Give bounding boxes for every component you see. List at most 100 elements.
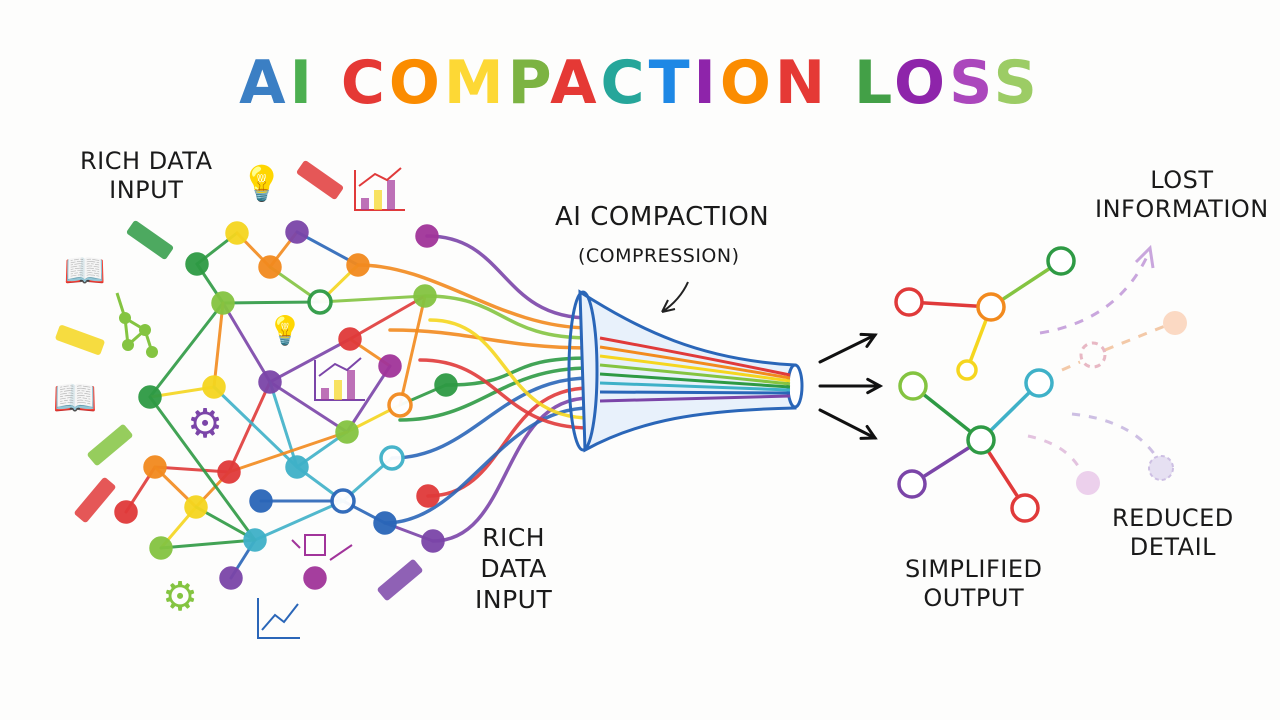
output-node	[1024, 368, 1054, 398]
faded-node	[1148, 455, 1174, 481]
output-arrow-icon	[818, 333, 877, 364]
title-letter: I	[289, 48, 316, 118]
network-node	[258, 255, 282, 279]
label-simplified-output: SIMPLIFIED OUTPUT	[905, 555, 1042, 613]
label-line: RICH	[482, 523, 546, 552]
data-flow-line	[431, 396, 592, 543]
network-node	[138, 385, 162, 409]
network-node	[225, 221, 249, 245]
chart-bar	[361, 198, 369, 210]
lightbulb-icon: 💡	[241, 164, 283, 204]
trend-chart-icon	[257, 598, 300, 639]
network-node	[415, 224, 439, 248]
network-node	[202, 375, 226, 399]
network-node	[184, 495, 208, 519]
network-node	[285, 220, 309, 244]
network-edge	[253, 499, 345, 542]
network-edge	[212, 301, 225, 389]
label-lost-information: LOST INFORMATION	[1095, 166, 1269, 224]
network-edge	[345, 364, 392, 434]
funnel-icon	[578, 289, 797, 453]
network-edge	[318, 294, 427, 304]
network-edge	[153, 465, 231, 474]
network-edge	[227, 380, 272, 474]
media-icon	[291, 534, 353, 561]
label-line: OUTPUT	[923, 584, 1025, 612]
label-rich-data-input-top: RICH DATA INPUT	[80, 147, 213, 205]
title-letter: S	[993, 48, 1041, 118]
chart-bar	[374, 190, 382, 210]
compressed-stream-line	[599, 394, 791, 403]
data-flow-line	[428, 318, 592, 420]
network-node	[303, 566, 327, 590]
molecule-node	[139, 324, 151, 336]
funnel-outlet	[786, 363, 804, 409]
lost-info-dashed-arrow	[1039, 249, 1152, 335]
data-flow-line	[388, 328, 592, 350]
data-flow-line	[425, 234, 592, 320]
network-edge	[159, 538, 257, 550]
compressed-stream-line	[599, 345, 791, 380]
output-node	[956, 359, 978, 381]
funnel-mouth	[567, 290, 599, 452]
arrowhead-icon	[866, 377, 884, 395]
crayon-icon	[87, 424, 133, 466]
output-node	[1010, 493, 1040, 523]
molecule-node	[146, 346, 158, 358]
output-node	[976, 292, 1006, 322]
label-reduced-detail: REDUCED DETAIL	[1112, 504, 1234, 562]
molecule-node	[119, 312, 131, 324]
faded-node	[1076, 471, 1100, 495]
crayon-icon	[74, 477, 116, 523]
network-node	[335, 420, 359, 444]
network-node	[249, 489, 273, 513]
network-node	[114, 500, 138, 524]
chart-bar	[347, 370, 355, 400]
gear-icon: ⚙	[187, 401, 223, 447]
gear-icon: ⚙	[162, 574, 198, 620]
network-node	[185, 252, 209, 276]
book-icon: 📖	[64, 251, 106, 291]
output-arrow-icon	[818, 408, 877, 440]
molecule-node	[122, 339, 134, 351]
network-node	[434, 373, 458, 397]
network-node	[143, 455, 167, 479]
label-ai-compaction: AI COMPACTION	[555, 202, 770, 232]
ghost-node	[1079, 341, 1107, 369]
network-edge	[227, 430, 349, 474]
output-node	[894, 287, 924, 317]
label-line: INPUT	[475, 585, 553, 614]
compressed-stream-line	[599, 336, 791, 377]
label-line: DETAIL	[1129, 533, 1217, 561]
label-compression: (COMPRESSION)	[578, 245, 740, 267]
title-letter: O	[388, 48, 444, 118]
network-node	[330, 488, 356, 514]
arrowhead-icon	[859, 332, 878, 348]
crayon-icon	[126, 220, 174, 260]
title-letter: P	[507, 48, 551, 118]
output-node	[897, 469, 927, 499]
book-icon: 📖	[53, 378, 98, 419]
crayon-icon	[296, 160, 344, 200]
network-edge	[268, 380, 299, 469]
output-node	[966, 425, 996, 455]
network-node	[149, 536, 173, 560]
network-node	[338, 327, 362, 351]
title-letter: O	[719, 48, 775, 118]
chart-bar	[321, 388, 329, 400]
network-node	[373, 511, 397, 535]
title-letter: C	[340, 48, 389, 118]
lost-arrowhead-icon	[1134, 244, 1155, 269]
network-node	[416, 484, 440, 508]
chart-bar	[387, 180, 395, 210]
compressed-stream-line	[599, 363, 791, 386]
pointer-arrow-icon	[661, 281, 689, 313]
diagram-title: AI COMPACTION LOSS	[0, 48, 1280, 118]
title-letter: L	[853, 48, 895, 118]
chart-bar	[334, 380, 342, 400]
title-letter: S	[949, 48, 994, 118]
crayon-icon	[377, 559, 423, 601]
data-flow-line	[356, 263, 592, 330]
faded-node	[1163, 311, 1187, 335]
